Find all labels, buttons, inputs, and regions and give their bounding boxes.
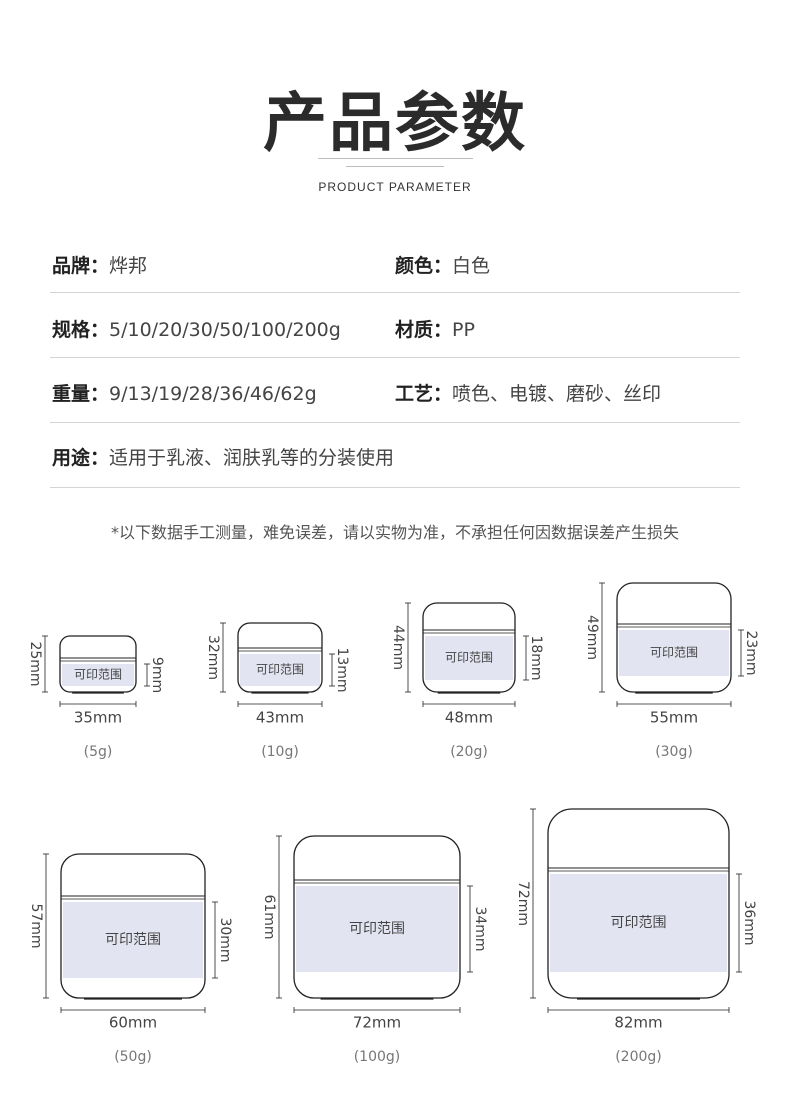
jar-4-print-area: [619, 630, 729, 676]
jar-1-print-height-label: 9mm: [149, 657, 165, 693]
spec-craft-label: 工艺：: [395, 383, 453, 405]
jar-6-outline: [293, 835, 461, 999]
jar-3-width-label: 48mm: [445, 709, 493, 727]
jar-6-height-label: 61mm: [261, 894, 277, 939]
jar-7-print-label: 可印范围: [611, 914, 667, 931]
page-subtitle: PRODUCT PARAMETER: [318, 180, 472, 194]
jar-2-width-label: 43mm: [256, 709, 304, 727]
jar-5-print-height-label: 30mm: [217, 917, 233, 962]
spec-brand: 品牌：烨邦: [52, 251, 147, 278]
jar-2-capacity-label: (10g): [261, 744, 299, 760]
measurement-note: *以下数据手工测量，难免误差，请以实物为准，不承担任何因数据误差产生损失: [110, 523, 679, 542]
spec-divider: [50, 357, 740, 358]
title-divider-bottom: [346, 166, 444, 167]
jar-3-print-height-label: 18mm: [528, 635, 544, 680]
jar-5-width-label: 60mm: [109, 1014, 157, 1032]
jar-6-print-height-label: 34mm: [472, 906, 488, 951]
jar-6-print-label: 可印范围: [349, 920, 405, 937]
jar-5-print-label: 可印范围: [105, 931, 161, 948]
title-divider-top: [318, 158, 473, 159]
jar-3-print-label: 可印范围: [445, 651, 493, 665]
spec-color-label: 颜色：: [395, 255, 453, 277]
jar-4-print-label: 可印范围: [650, 646, 698, 660]
spec-size-value: 5/10/20/30/50/100/200g: [109, 319, 341, 341]
spec-weight-label: 重量：: [52, 383, 110, 405]
spec-weight-value: 9/13/19/28/36/46/62g: [109, 383, 317, 405]
spec-color-value: 白色: [452, 255, 491, 277]
spec-size: 规格：5/10/20/30/50/100/200g: [52, 315, 341, 342]
spec-divider: [50, 422, 740, 423]
page-title: 产品参数: [263, 87, 527, 161]
spec-usage-value: 适用于乳液、润肤乳等的分装使用: [109, 447, 395, 469]
jar-4-height-label: 49mm: [584, 615, 600, 660]
jar-4-print-height-label: 23mm: [743, 630, 759, 675]
spec-material-label: 材质：: [395, 319, 453, 341]
jar-1-width-label: 35mm: [74, 709, 122, 727]
jar-4-outline: [616, 582, 732, 693]
jar-5-capacity-label: (50g): [114, 1049, 152, 1065]
jar-5-print-area: [63, 902, 203, 978]
jar-7-height-label: 72mm: [515, 881, 531, 926]
jar-7-width-label: 82mm: [614, 1014, 662, 1032]
jar-5-outline: [60, 853, 206, 999]
jar-3-capacity-label: (20g): [450, 744, 488, 760]
jar-5-height-label: 57mm: [28, 903, 44, 948]
jar-3-outline: [422, 602, 516, 693]
jar-1-capacity-label: (5g): [84, 744, 113, 760]
jar-6-capacity-label: (100g): [354, 1049, 401, 1065]
jar-6-width-label: 72mm: [353, 1014, 401, 1032]
spec-craft-value: 喷色、电镀、磨砂、丝印: [452, 383, 662, 405]
spec-divider: [50, 487, 740, 488]
jar-4-width-label: 55mm: [650, 709, 698, 727]
jar-2-print-label: 可印范围: [256, 663, 304, 677]
spec-craft: 工艺：喷色、电镀、磨砂、丝印: [395, 379, 661, 406]
spec-color: 颜色：白色: [395, 251, 490, 278]
jar-3-print-area: [425, 636, 513, 680]
jar-1-outline: [59, 635, 137, 693]
jar-2-print-height-label: 13mm: [334, 647, 350, 692]
spec-material: 材质：PP: [395, 315, 475, 342]
jar-1-height-label: 25mm: [27, 641, 43, 686]
spec-usage: 用途：适用于乳液、润肤乳等的分装使用: [52, 443, 394, 470]
spec-brand-value: 烨邦: [109, 255, 148, 277]
jar-7-print-height-label: 36mm: [741, 900, 757, 945]
spec-usage-label: 用途：: [52, 447, 110, 469]
jar-7-capacity-label: (200g): [615, 1049, 662, 1065]
jar-7-print-area: [550, 874, 727, 972]
jar-2-outline: [237, 622, 323, 693]
spec-size-label: 规格：: [52, 319, 110, 341]
jar-7-outline: [547, 808, 730, 999]
jar-3-height-label: 44mm: [390, 625, 406, 670]
jar-1-print-label: 可印范围: [74, 668, 122, 682]
jar-1-print-area: [62, 664, 134, 686]
spec-weight: 重量：9/13/19/28/36/46/62g: [52, 379, 317, 406]
jar-4-capacity-label: (30g): [655, 744, 693, 760]
jar-2-height-label: 32mm: [205, 635, 221, 680]
spec-material-value: PP: [452, 319, 475, 341]
jar-2-print-area: [240, 654, 320, 686]
jar-6-print-area: [296, 886, 458, 972]
spec-brand-label: 品牌：: [52, 255, 110, 277]
spec-divider: [50, 292, 740, 293]
